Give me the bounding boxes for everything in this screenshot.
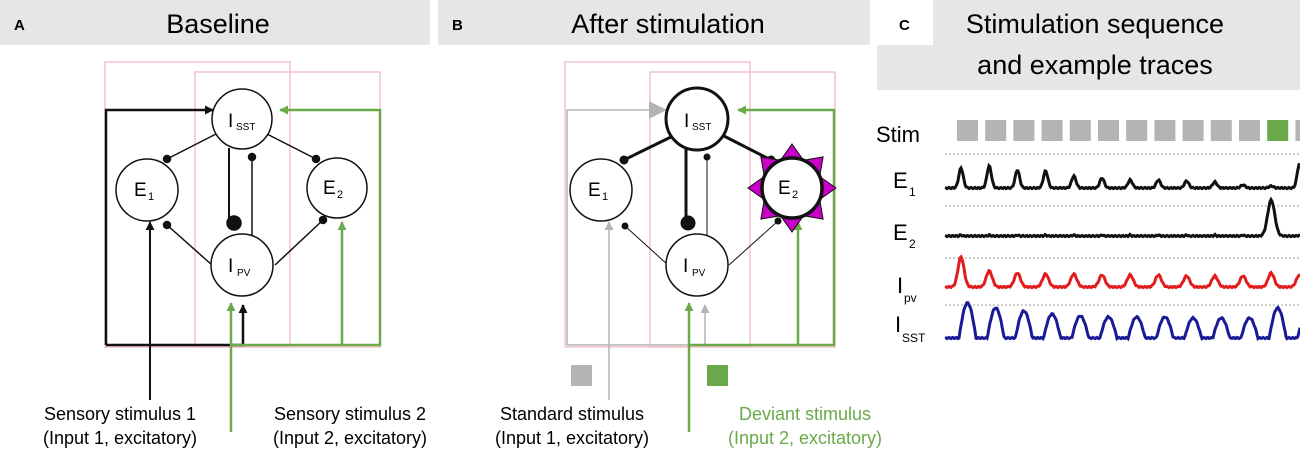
input2-box [231, 105, 382, 347]
input2-label-line2: (Input 2, excitatory) [273, 428, 427, 448]
inhibitory-connections [162, 132, 328, 266]
panel-c-title-line2: and example traces [977, 50, 1213, 80]
standard-loop [566, 101, 667, 345]
svg-text:2: 2 [337, 189, 343, 201]
trace-separators [945, 153, 1300, 306]
panel-b: B After stimulation I SST [438, 0, 882, 448]
node-e2-b: E 2 [747, 143, 837, 233]
input1-bottom [106, 304, 248, 347]
input1-label-line2: (Input 1, excitatory) [43, 428, 197, 448]
node-ipv: I PV [210, 233, 274, 297]
panel-b-header [438, 0, 870, 45]
standard-stim-square [1126, 120, 1148, 141]
input2-label-line1: Sensory stimulus 2 [274, 404, 426, 424]
svg-text:1: 1 [909, 185, 916, 199]
svg-text:E: E [134, 180, 147, 201]
panel-c: C Stimulation sequence and example trace… [876, 0, 1300, 345]
svg-text:I: I [683, 256, 688, 277]
standard-label-line1: Standard stimulus [500, 404, 644, 424]
svg-text:PV: PV [237, 268, 251, 279]
deviant-label-line1: Deviant stimulus [739, 404, 871, 424]
input1-loop [104, 105, 214, 345]
svg-text:1: 1 [602, 191, 608, 203]
standard-stim-square [1041, 120, 1063, 141]
panel-c-letter: C [899, 17, 910, 34]
svg-text:2: 2 [792, 189, 798, 201]
svg-text:SST: SST [236, 122, 255, 133]
panel-a-title: Baseline [166, 9, 270, 39]
standard-stim-square [1295, 120, 1300, 141]
standard-stim-square [1154, 120, 1176, 141]
svg-text:E: E [778, 178, 791, 199]
standard-stim-square [957, 120, 978, 141]
svg-text:PV: PV [692, 268, 706, 279]
e1-trace [944, 162, 1300, 191]
standard-stim-square [1210, 120, 1232, 141]
svg-text:pv: pv [904, 291, 917, 305]
stim-sequence-row [957, 120, 1300, 141]
standard-label-line2: (Input 1, excitatory) [495, 428, 649, 448]
svg-text:E: E [893, 220, 908, 245]
standard-stim-square [1239, 120, 1260, 141]
panel-b-letter: B [452, 17, 463, 34]
node-isst: I SST [211, 88, 273, 150]
node-isst-b: I SST [664, 86, 730, 152]
svg-text:I: I [895, 312, 901, 337]
stim-row-label: Stim [876, 122, 920, 147]
ipv-trace [944, 254, 1300, 290]
svg-text:SST: SST [902, 331, 926, 345]
svg-text:I: I [228, 111, 233, 132]
panel-a-letter: A [14, 17, 25, 34]
deviant-stim-square [1267, 120, 1289, 141]
svg-text:I: I [228, 256, 233, 277]
svg-text:I: I [897, 273, 903, 298]
standard-stimulus-marker [571, 365, 592, 386]
standard-stim-square [1098, 120, 1119, 141]
standard-stim-square [985, 120, 1007, 141]
node-e2: E 2 [306, 157, 368, 219]
standard-stim-square [1182, 120, 1204, 141]
panel-b-title: After stimulation [571, 9, 765, 39]
trace-labels: E 1 E 2 I pv I SST [893, 168, 926, 345]
svg-text:E: E [323, 178, 336, 199]
panel-a-header [0, 0, 430, 45]
svg-text:E: E [588, 180, 601, 201]
svg-text:2: 2 [909, 237, 916, 251]
panel-c-title-line1: Stimulation sequence [966, 9, 1224, 39]
panel-c-header [877, 45, 1300, 90]
svg-text:SST: SST [692, 122, 711, 133]
e2-trace [944, 196, 1300, 239]
deviant-label-line2: (Input 2, excitatory) [728, 428, 882, 448]
panel-a: A Baseline I SST [0, 0, 430, 448]
isst-trace [944, 301, 1300, 342]
node-e1-b: E 1 [569, 158, 633, 222]
standard-bottom [567, 304, 710, 346]
panel-c-header-top [933, 0, 1300, 45]
deviant-stimulus-marker [707, 365, 728, 386]
deviant-box [689, 105, 836, 347]
node-ipv-b: I PV [665, 233, 729, 297]
svg-text:1: 1 [148, 191, 154, 203]
standard-stim-square [1013, 120, 1035, 141]
svg-text:E: E [893, 168, 908, 193]
svg-text:I: I [684, 111, 689, 132]
input1-label-line1: Sensory stimulus 1 [44, 404, 196, 424]
standard-stim-square [1069, 120, 1091, 141]
node-e1: E 1 [115, 158, 179, 222]
